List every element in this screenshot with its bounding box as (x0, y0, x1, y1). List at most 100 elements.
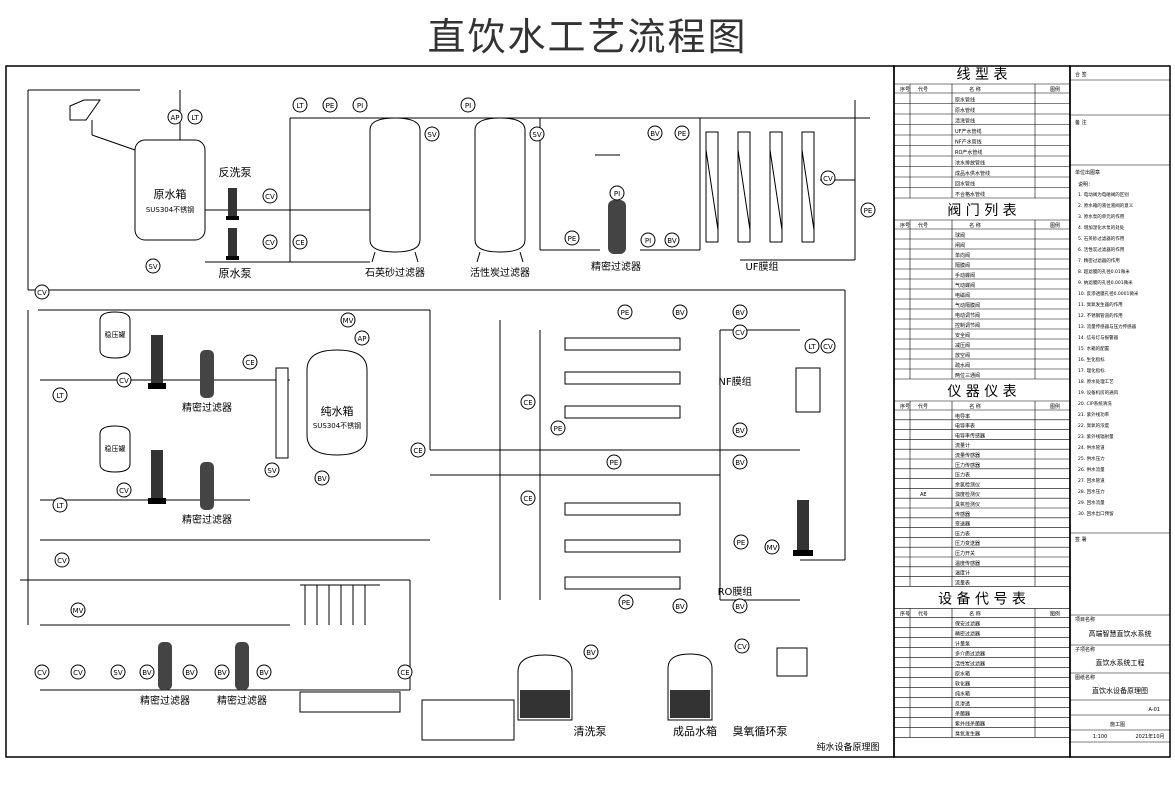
precision-filter-bottom2: 精密过滤器 (217, 642, 267, 707)
legend-row: 电动调节阀 (955, 312, 980, 319)
svg-text:CE: CE (400, 669, 409, 677)
svg-text:BV: BV (317, 475, 327, 483)
legend-row: 纯水箱 (955, 690, 970, 697)
pure-water-tank: 纯水箱 SUS304不锈钢 (306, 349, 368, 456)
legend-row: 计量泵 (955, 640, 970, 647)
legend-row: 减压阀 (955, 342, 970, 349)
legend-row: 臭氧发生器 (955, 730, 980, 737)
tb-note: 13. 流量传感器与压力传感器 (1078, 323, 1137, 330)
legend-row: 杀菌器 (955, 710, 970, 717)
ap-sensor-label: AP (170, 114, 179, 122)
svg-text:CV: CV (57, 557, 67, 565)
svg-text:成品水箱: 成品水箱 (673, 724, 717, 738)
svg-text:CE: CE (523, 399, 532, 407)
legend-row: 控制调节阀 (955, 322, 980, 329)
top-pipelines (27, 89, 870, 625)
tb-note: 26. 供水流量 (1078, 466, 1105, 473)
legend-row: 流量传感器 (955, 452, 980, 459)
svg-text:SV: SV (113, 669, 122, 677)
tb-note: 18. 原水处理工艺 (1078, 378, 1114, 385)
svg-text:SUS304不锈钢: SUS304不锈钢 (313, 421, 361, 430)
legend-row: 压力表 (955, 472, 970, 479)
tb-note: 22. 臭氧的浓度 (1078, 422, 1110, 429)
tb-stage: 施工图 (1110, 721, 1125, 728)
svg-text:SV: SV (427, 131, 436, 139)
col-icon: 图例 (1050, 86, 1060, 93)
legend-row: 压力开关 (955, 550, 975, 557)
legend-row: 气动隔膜阀 (955, 302, 980, 309)
tb-note: 25. 供水压力 (1078, 455, 1105, 462)
svg-text:清洗泵: 清洗泵 (574, 725, 607, 738)
svg-text:CV: CV (119, 487, 129, 495)
svg-text:PI: PI (357, 102, 363, 110)
svg-text:CV: CV (737, 643, 747, 651)
tb-note: 21. 紫外线功率 (1078, 411, 1110, 418)
precision-filter-bottom1: 精密过滤器 (140, 642, 190, 707)
uf-group-label: UF膜组 (745, 260, 778, 273)
svg-text:BV: BV (735, 459, 745, 467)
tb-note: 9. 纳滤膜的孔径0.001微米 (1078, 279, 1133, 286)
svg-text:SV: SV (148, 263, 157, 271)
svg-text:CV: CV (265, 193, 275, 201)
svg-text:PE: PE (622, 599, 631, 607)
tb-section: 签 署 (1075, 536, 1087, 543)
svg-text:CV: CV (37, 669, 47, 677)
svg-text:原水泵: 原水泵 (219, 267, 252, 280)
legend-row: 保安过滤器 (955, 620, 980, 627)
product-tank: 成品水箱 臭氧循环泵 (667, 653, 788, 738)
svg-text:MV: MV (767, 544, 778, 552)
title-block-frame (1069, 65, 1171, 758)
legend-row: 疏水阀 (955, 362, 970, 369)
svg-text:SV: SV (532, 131, 541, 139)
legend-row: 臭氧检测仪 (955, 501, 980, 508)
center-pipes (430, 320, 845, 601)
legend-row: 电磁阀 (955, 292, 970, 299)
svg-text:稳压罐: 稳压罐 (105, 330, 126, 339)
legend-row: 电导率传感器 (955, 432, 985, 439)
tb-subproject: 直饮水系统工程 (1096, 658, 1145, 667)
clean-tank: 清洗泵 (517, 654, 607, 738)
legend-row: 反渗透 (955, 700, 970, 707)
water-use-points (300, 584, 380, 625)
tb-note: 12. 不锈钢管道的作用 (1078, 312, 1123, 319)
col-no: 序号 (900, 403, 910, 410)
svg-text:PI: PI (645, 237, 651, 245)
svg-text:PI: PI (465, 102, 471, 110)
legend-row: 多介质过滤器 (955, 650, 985, 657)
svg-text:BV: BV (259, 669, 269, 677)
raw-water-tank: 原水箱 SUS304不锈钢 (134, 139, 206, 241)
legend-row: 余氯检测仪 (955, 481, 980, 488)
svg-text:纯水箱: 纯水箱 (321, 404, 354, 418)
svg-text:精密过滤器: 精密过滤器 (591, 260, 641, 273)
legend-row: 原水箱 (955, 670, 970, 677)
tb-note: 2. 原水箱的液位液阀的意义 (1078, 202, 1134, 209)
tb-drawing-name: 直饮水设备原理图 (1092, 686, 1148, 695)
legend-row: 软化器 (955, 680, 970, 687)
legend-row: 传感器 (955, 511, 970, 518)
legend-row: 原水管线 (955, 97, 975, 104)
top-instruments: LT PE PI PI BV PE PI PE PI BV CV CV CE S… (34, 97, 876, 300)
col-code: 代号 (918, 222, 928, 229)
tb-section: 备 注 (1075, 119, 1087, 126)
col-no: 序号 (900, 86, 910, 93)
legend-row: 流量表 (955, 579, 970, 586)
tb-note: 14. 信号灯与报警器 (1078, 334, 1119, 341)
legend-row: 活性炭过滤器 (955, 660, 985, 667)
legend-row: 放空阀 (955, 352, 970, 359)
nf-group-label: NF膜组 (718, 375, 751, 388)
svg-text:CV: CV (735, 329, 745, 337)
legend-row: 单向阀 (955, 252, 970, 259)
legend-row: 成品水供水管线 (955, 170, 990, 177)
svg-text:CV: CV (73, 669, 83, 677)
tb-note: 16. 生化指标 (1078, 356, 1105, 363)
uf-membrane-group (705, 131, 815, 243)
tb-note: 7. 精密过滤器的作用 (1078, 257, 1120, 264)
svg-text:PE: PE (678, 130, 687, 138)
legend-row: 压力表 (955, 530, 970, 537)
legend-row: 隔膜阀 (955, 262, 970, 269)
tb-section: 单位出图章 (1075, 169, 1100, 176)
svg-text:BV: BV (675, 309, 685, 317)
instrument-table-title: 仪 器 仪 表 (947, 384, 1016, 400)
precision-filter-mid2: 精密过滤器 (182, 462, 232, 526)
tb-note: 17. 理化指标 (1078, 367, 1105, 374)
